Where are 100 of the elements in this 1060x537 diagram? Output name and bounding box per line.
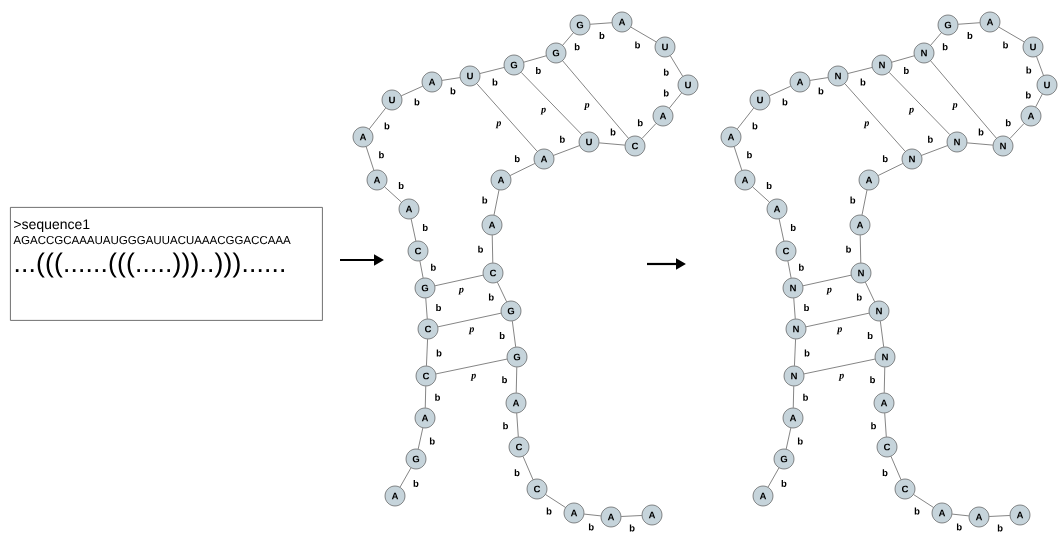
connector-line — [737, 107, 754, 130]
edge-label: b — [383, 121, 391, 130]
connector-line — [426, 338, 428, 366]
edge-label: b — [477, 245, 484, 254]
connector-line — [509, 163, 536, 176]
connector-line — [434, 274, 484, 287]
edge-label: b — [501, 375, 508, 384]
connector-line — [669, 92, 682, 109]
connector-line — [516, 412, 519, 438]
edge-label: b — [1002, 40, 1009, 49]
edge-label: b — [545, 507, 553, 516]
edge-label: b — [628, 524, 636, 532]
connector-line — [890, 456, 902, 480]
connector-line — [630, 26, 657, 43]
connector-line — [670, 55, 683, 77]
connector-line — [1009, 123, 1025, 139]
edge-label: b — [435, 349, 443, 357]
connector-line — [805, 312, 870, 328]
edge-label: b — [781, 97, 789, 106]
connector-line — [966, 142, 994, 146]
edge-label: b — [435, 303, 442, 312]
connector-line — [802, 274, 852, 287]
connector-line — [1036, 56, 1044, 76]
connector-line — [930, 60, 997, 139]
edge-label: b — [881, 468, 889, 477]
connector-line — [562, 32, 574, 46]
edge-label: b — [434, 393, 441, 402]
connector-line — [998, 26, 1025, 43]
edge-label: b — [662, 68, 670, 77]
connector-line — [479, 67, 505, 74]
connector-line — [888, 72, 951, 135]
connector-line — [951, 513, 970, 517]
edge-label: b — [796, 437, 804, 446]
edge-label: b — [926, 135, 934, 144]
edge-label: p — [836, 326, 843, 335]
edge-label: b — [802, 393, 809, 402]
edge-label: p — [458, 287, 465, 296]
sequence-box: >sequence1 AGACCGCAAAUAUGGGAUUACUAAACGGACCAAA ...(((......(((.....)))..)))...... — [10, 207, 323, 321]
edge-label: b — [869, 375, 876, 384]
connector-line — [437, 312, 502, 328]
edge-label: b — [413, 97, 421, 106]
connector-line — [844, 83, 906, 152]
edge-label: p — [863, 120, 870, 129]
edge-label: b — [491, 78, 499, 87]
connector-line — [891, 55, 915, 63]
edge-label: b — [751, 121, 759, 130]
edge-label: p — [951, 102, 959, 111]
connector-line — [792, 386, 795, 408]
connector-line — [778, 218, 785, 242]
edge-label: b — [913, 507, 921, 516]
edge-label: b — [534, 66, 542, 75]
connector-line — [590, 22, 613, 25]
connector-line — [583, 513, 602, 517]
edge-label: b — [797, 263, 805, 272]
edge-label: b — [378, 150, 385, 159]
edge-label: b — [498, 331, 506, 340]
edge-label: b — [803, 303, 810, 312]
edge-label: p — [470, 373, 477, 382]
edge-label: b — [449, 86, 457, 95]
edge-label: b — [977, 128, 985, 136]
connector-line — [859, 235, 862, 263]
edge-label: b — [966, 31, 974, 40]
edge-label: p — [583, 102, 591, 111]
connector-line — [522, 456, 534, 480]
edge-label: b — [481, 196, 489, 205]
connector-line — [491, 235, 494, 263]
connector-line — [476, 83, 538, 152]
edge-label: p — [838, 373, 845, 382]
connector-line — [441, 77, 461, 81]
edge-label: b — [881, 154, 889, 163]
connector-line — [861, 189, 868, 216]
connector-line — [401, 85, 423, 97]
connector-line — [523, 55, 547, 63]
connector-line — [545, 494, 566, 508]
edge-label: b — [845, 245, 852, 254]
edge-label: b — [780, 479, 788, 488]
edge-label: b — [513, 468, 521, 477]
connector-line — [365, 146, 375, 171]
connector-line — [767, 467, 780, 488]
edge-label: b — [421, 223, 429, 232]
edge-label: b — [849, 196, 857, 205]
edge-label: b — [487, 293, 495, 302]
edge-label: b — [634, 40, 641, 49]
connector-line — [419, 260, 424, 279]
connector-line — [921, 145, 948, 156]
edge-label: b — [513, 154, 521, 163]
connector-line — [562, 60, 629, 139]
edge-label: p — [908, 107, 915, 116]
edge-label: b — [817, 86, 825, 95]
connector-line — [847, 67, 873, 74]
connector-line — [641, 123, 657, 139]
connector-line — [752, 186, 770, 203]
edge-label: b — [428, 437, 436, 446]
connector-line — [497, 282, 507, 302]
edge-label: b — [662, 89, 670, 97]
edge-label: b — [598, 31, 606, 40]
edge-label: b — [397, 181, 405, 190]
connector-line — [803, 358, 876, 375]
edge-label: b — [573, 42, 581, 51]
connector-line — [884, 412, 887, 438]
